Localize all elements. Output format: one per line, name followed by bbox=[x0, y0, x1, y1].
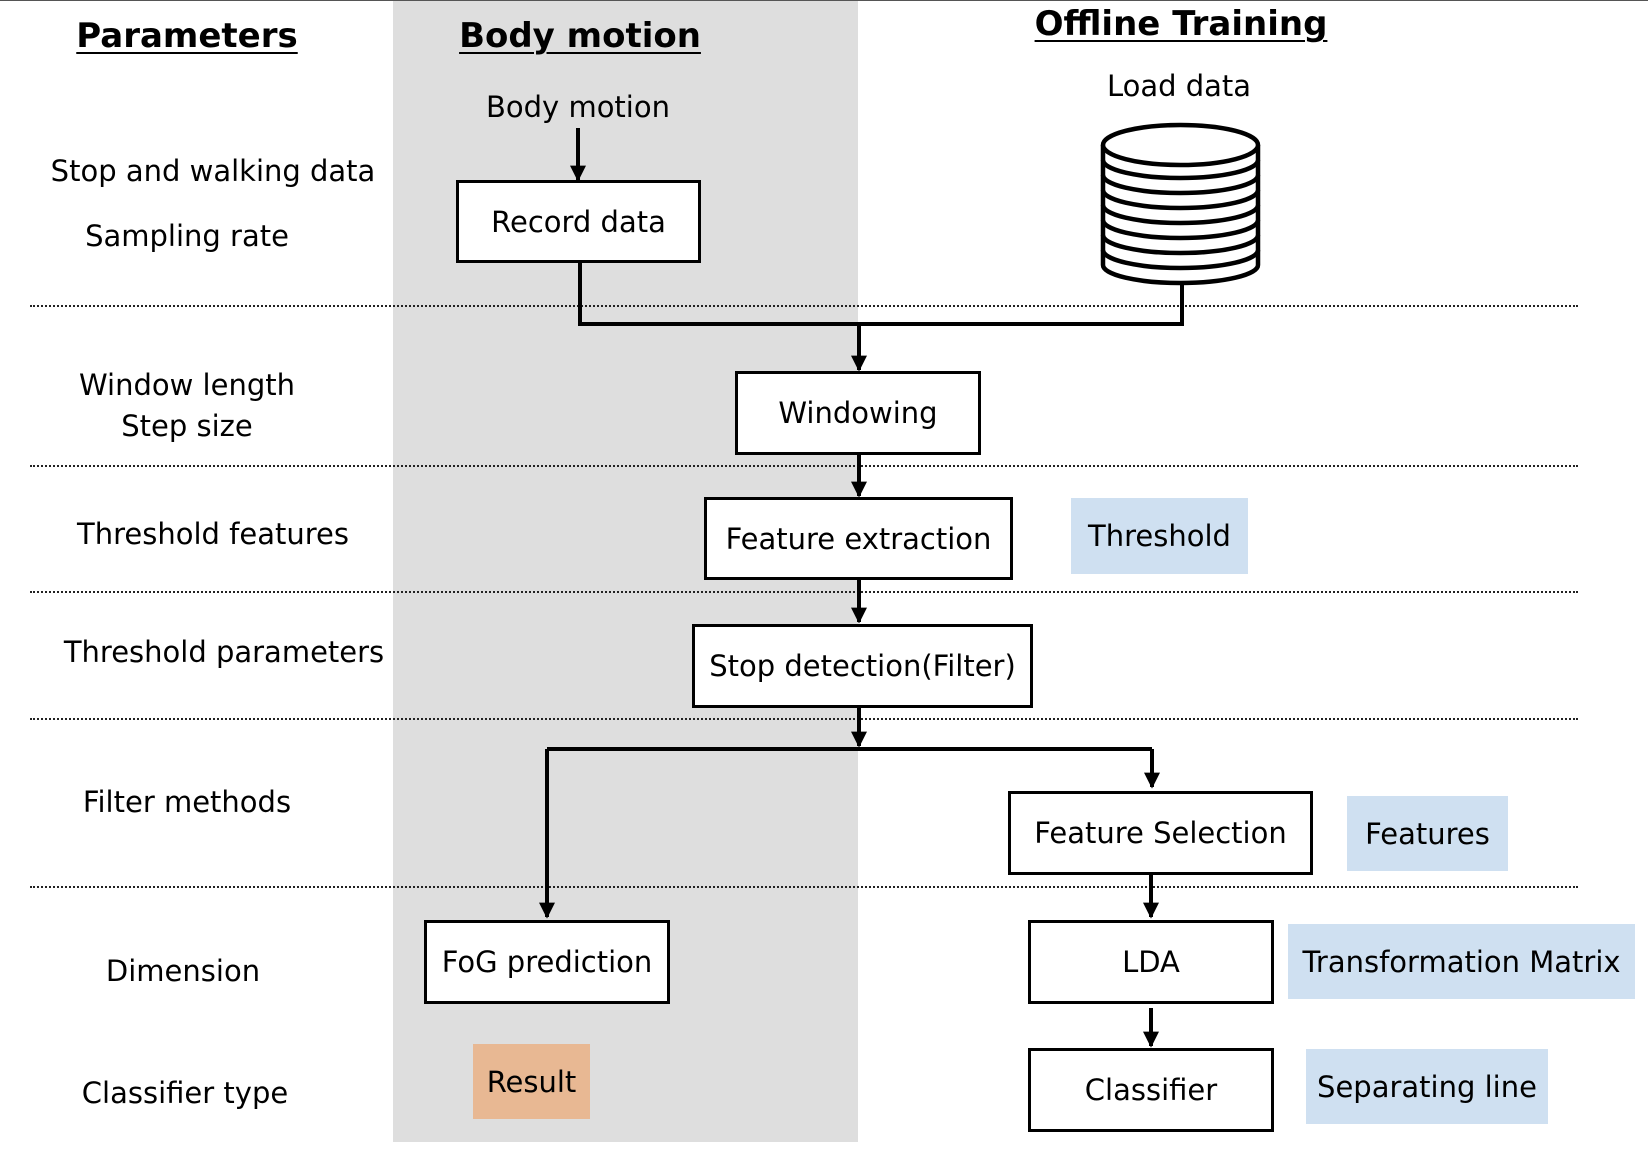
separator-line bbox=[30, 305, 1578, 307]
separator-line bbox=[30, 465, 1578, 467]
param-threshold-features: Threshold features bbox=[77, 517, 349, 551]
top-border-line bbox=[0, 0, 1648, 1]
merge-line bbox=[578, 263, 1184, 326]
offline-training-heading: Offline Training bbox=[1034, 4, 1328, 44]
lda-box: LDA bbox=[1028, 920, 1274, 1004]
parameters-heading: Parameters bbox=[76, 16, 298, 56]
load-data-label: Load data bbox=[1106, 69, 1252, 103]
param-window-length: Window length bbox=[79, 368, 295, 402]
param-classifier-type: Classifier type bbox=[81, 1076, 289, 1110]
param-window-step: Window length Step size bbox=[79, 365, 295, 447]
windowing-box: Windowing bbox=[735, 371, 981, 455]
transformation-matrix-output-tag: Transformation Matrix bbox=[1288, 924, 1635, 999]
threshold-output-tag: Threshold bbox=[1071, 498, 1248, 574]
record-data-box: Record data bbox=[456, 180, 701, 263]
separator-line bbox=[30, 718, 1578, 720]
feature-selection-box: Feature Selection bbox=[1008, 791, 1313, 875]
param-threshold-parameters: Threshold parameters bbox=[63, 635, 385, 669]
param-filter-methods: Filter methods bbox=[82, 785, 292, 819]
database-icon bbox=[1100, 122, 1261, 286]
features-output-tag: Features bbox=[1347, 796, 1508, 871]
param-step-size: Step size bbox=[121, 409, 253, 443]
param-sampling-rate: Sampling rate bbox=[85, 219, 289, 253]
body-motion-heading: Body motion bbox=[459, 16, 701, 56]
classifier-box: Classifier bbox=[1028, 1048, 1274, 1132]
result-output-tag: Result bbox=[473, 1044, 590, 1119]
fog-prediction-box: FoG prediction bbox=[424, 920, 670, 1004]
feature-extraction-box: Feature extraction bbox=[704, 497, 1013, 580]
separator-line bbox=[30, 886, 1578, 888]
param-dimension: Dimension bbox=[105, 954, 261, 988]
separating-line-output-tag: Separating line bbox=[1306, 1049, 1548, 1124]
body-motion-input-label: Body motion bbox=[486, 90, 670, 124]
stop-detection-box: Stop detection(Filter) bbox=[692, 624, 1033, 708]
separator-line bbox=[30, 591, 1578, 593]
param-stop-walking-data: Stop and walking data bbox=[50, 154, 376, 188]
